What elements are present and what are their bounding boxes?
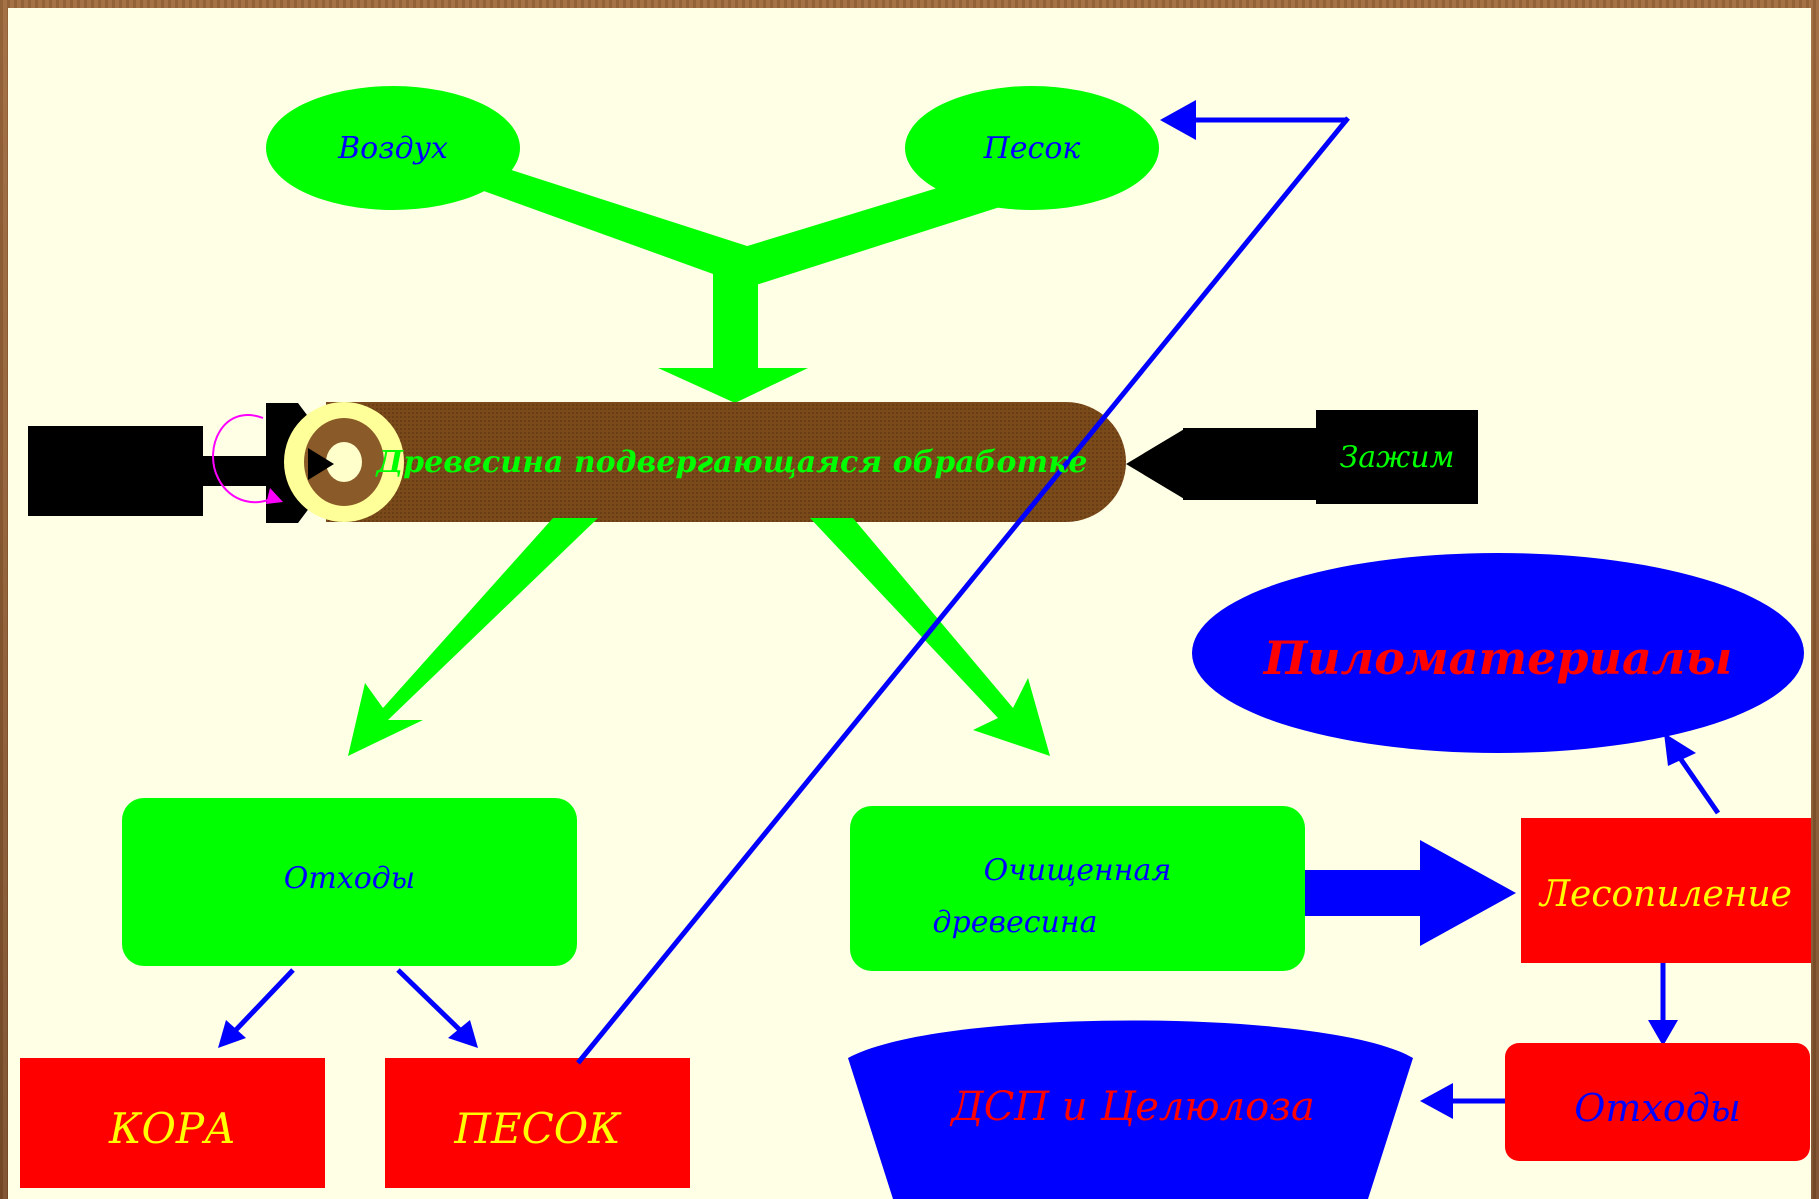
wood-label: Древесина подвергающаяся обработке	[376, 444, 1088, 480]
clean-wood-label-line1: Очищенная	[983, 852, 1172, 888]
bark-label: КОРА	[108, 1103, 236, 1153]
clamp-box	[1316, 410, 1478, 504]
waste2-box	[1505, 1043, 1810, 1161]
sawmill-box	[1521, 818, 1811, 963]
wood-log-end-core	[326, 442, 362, 482]
diagram-graphics	[20, 86, 1811, 1199]
waste-to-bark-arrowhead	[218, 1020, 246, 1048]
waste-box	[122, 798, 577, 966]
sawmill-to-lumber-line	[1677, 756, 1721, 815]
chuck-body	[28, 426, 203, 516]
clean-wood-label-line2: древесина	[932, 904, 1098, 940]
lumber-ellipse	[1192, 553, 1804, 753]
clamp-label: Зажим	[1339, 439, 1455, 475]
clamp-tip	[1126, 428, 1186, 500]
air-ellipse	[266, 86, 520, 210]
sawmill-label: Лесопиление	[1540, 873, 1792, 915]
clamp-body	[1183, 428, 1323, 500]
waste2-label: Отходы	[1574, 1086, 1741, 1130]
sawmill-to-lumber-arrowhead	[1664, 733, 1696, 766]
wood-log	[326, 402, 1126, 522]
clean-wood-box	[850, 806, 1305, 971]
bark-box	[20, 1058, 325, 1188]
lumber-label: Пиломатериалы	[1263, 631, 1733, 685]
diagram-canvas: Воздух Песок Древесина подвергающаяся об…	[8, 8, 1811, 1199]
waste-to-bark-line	[231, 968, 295, 1035]
air-input-arm	[420, 156, 778, 283]
chipboard-label: ДСП и Целюлоза	[951, 1084, 1315, 1130]
sand-input-ellipse	[905, 86, 1159, 210]
air-label: Воздух	[338, 130, 448, 166]
chipboard-shape	[848, 1020, 1413, 1199]
rotation-arrow-icon	[212, 414, 277, 504]
sand-input-arm	[708, 178, 1003, 286]
sand-out-box	[385, 1058, 690, 1188]
waste-flow-arrow	[348, 518, 598, 756]
clean-to-sawmill-arrow	[1305, 840, 1516, 946]
sand-recycle-line	[576, 116, 1350, 1065]
clean-wood-flow-arrow	[810, 518, 1050, 756]
sawmill-to-waste-arrowhead	[1648, 1020, 1678, 1046]
waste-to-sand-line	[396, 968, 465, 1035]
sand-input-label: Песок	[983, 130, 1081, 166]
sand-out-label: ПЕСОК	[454, 1103, 621, 1153]
waste-label: Отходы	[283, 860, 416, 896]
chuck-jaw-tip	[308, 448, 334, 480]
input-merge-arrow	[658, 258, 808, 403]
sand-recycle-arrowhead	[1160, 100, 1196, 140]
waste-to-sand-arrowhead	[448, 1020, 478, 1048]
waste-to-chipboard-arrowhead	[1420, 1083, 1453, 1119]
rotation-arrowhead	[266, 488, 283, 504]
